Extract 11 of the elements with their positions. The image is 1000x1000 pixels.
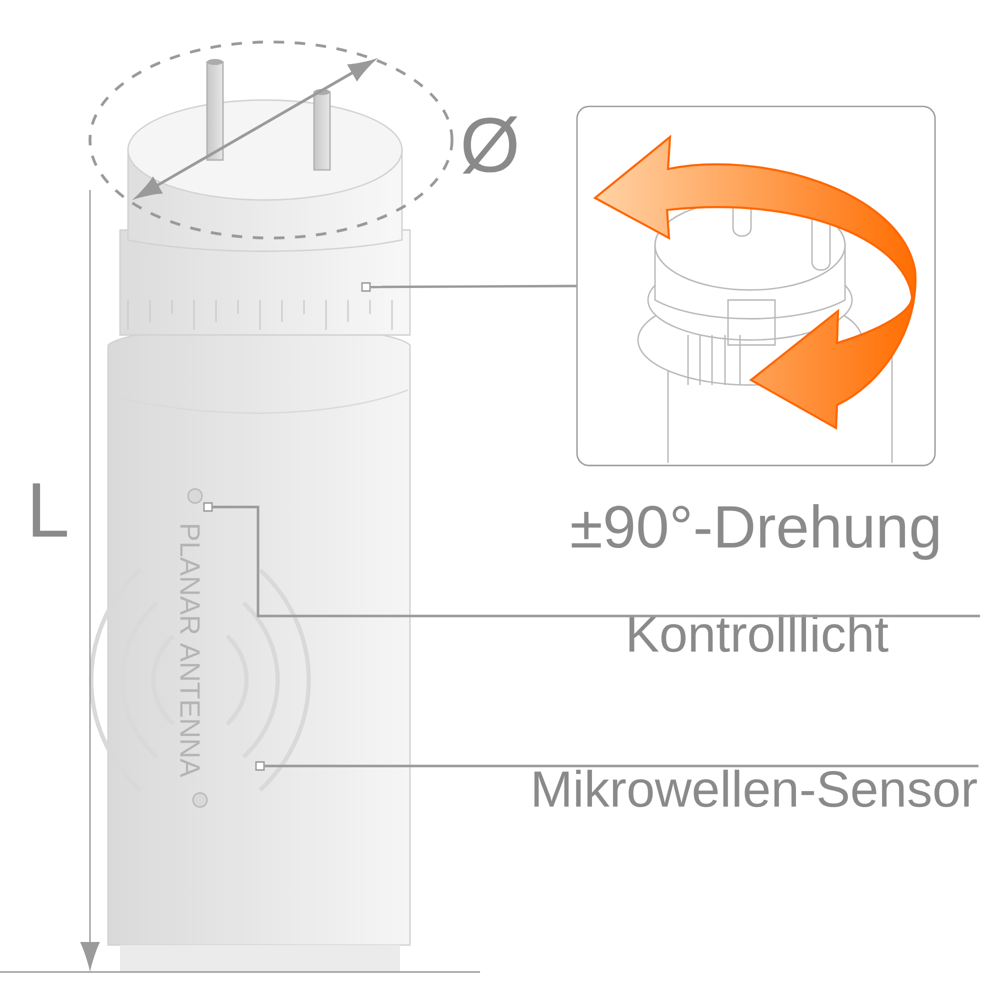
caption-text: ±90°-Drehung xyxy=(572,504,938,560)
marker-square xyxy=(203,502,213,512)
marker-square xyxy=(361,282,371,292)
leader-line xyxy=(370,284,576,288)
leader-line xyxy=(264,764,978,768)
callout-text: Mikrowellen-Sensor xyxy=(534,770,977,808)
leader-line xyxy=(212,506,890,618)
callout-text: Kontrolllicht xyxy=(630,614,888,652)
dimension-label: L xyxy=(32,483,67,537)
dimension-label: Ø xyxy=(462,116,518,174)
marker-square xyxy=(255,761,265,771)
